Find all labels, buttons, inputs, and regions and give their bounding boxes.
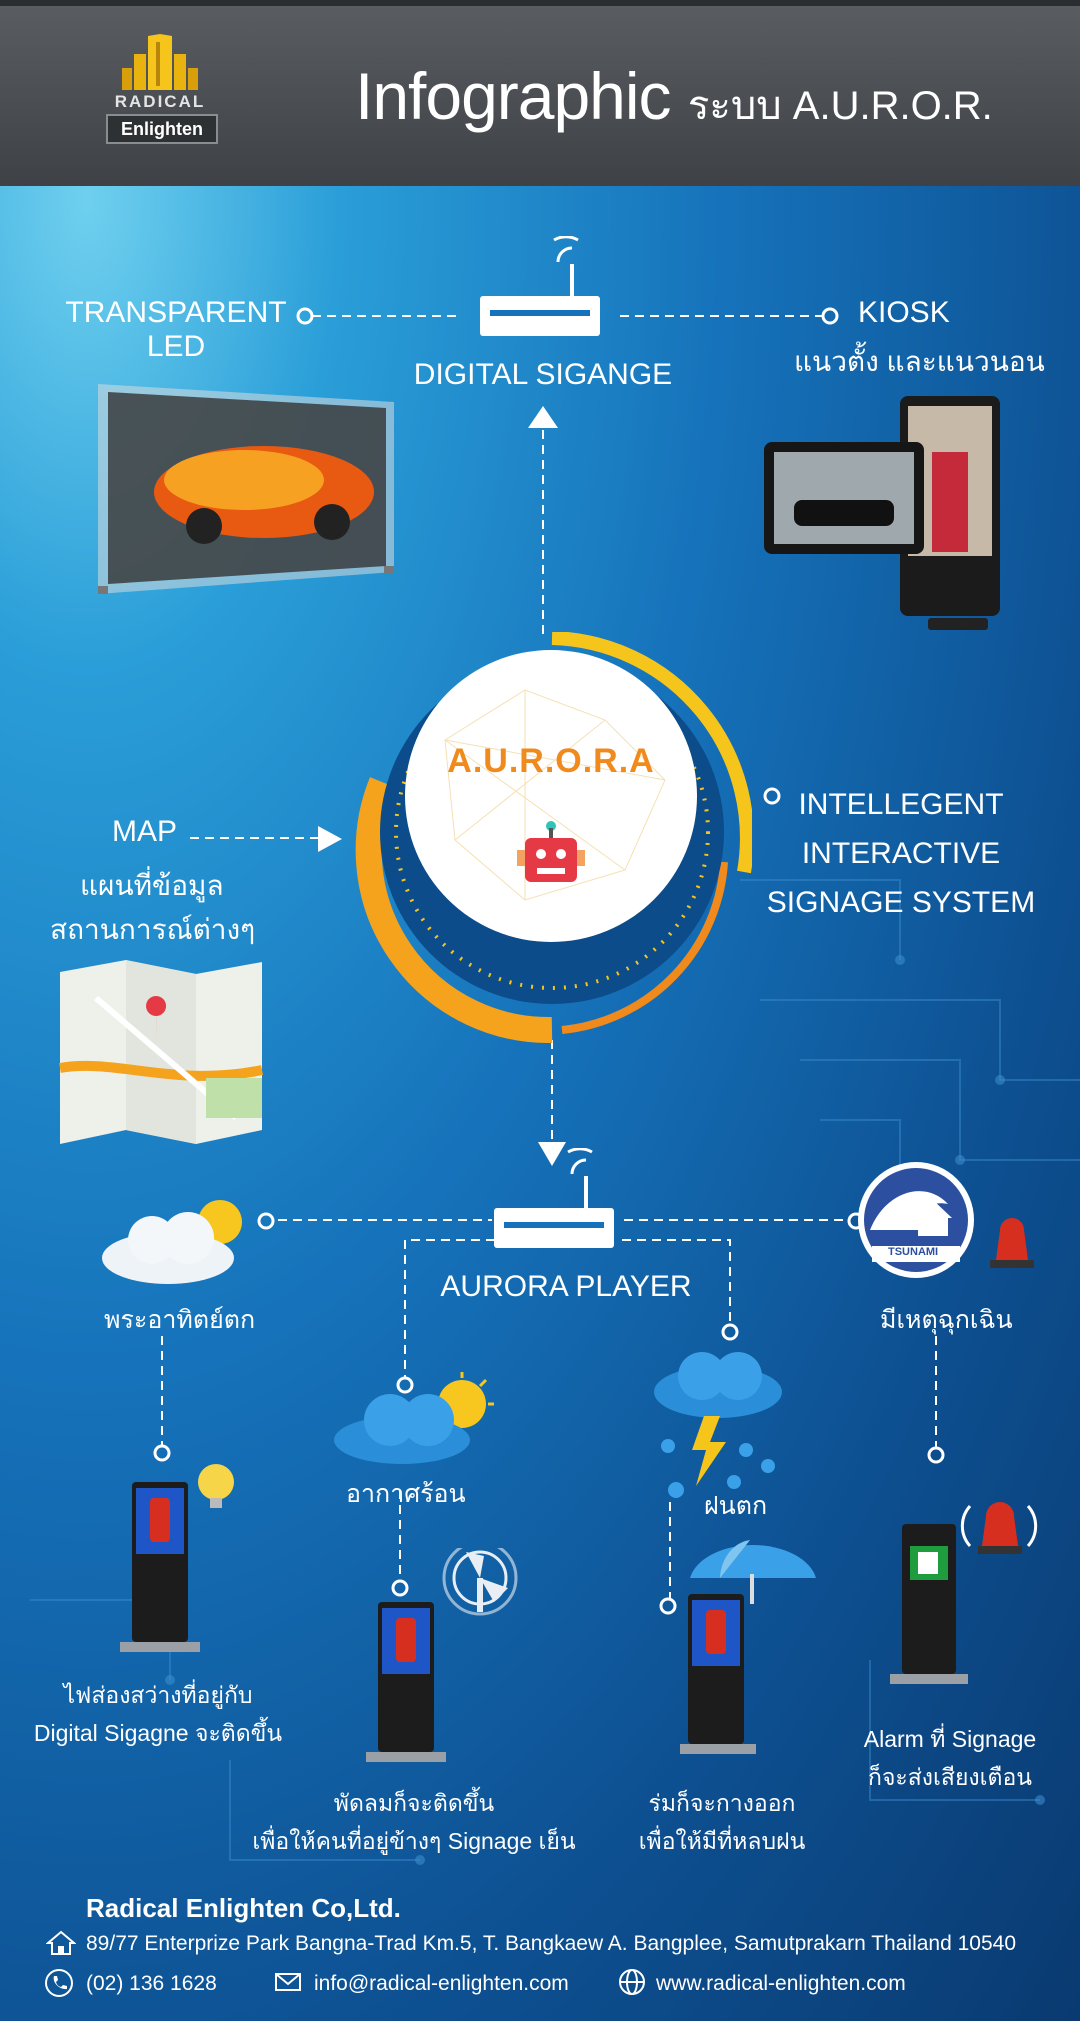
transparent-led-label: TRANSPARENT LED bbox=[58, 296, 294, 364]
company-address: 89/77 Enterprize Park Bangna-Trad Km.5, … bbox=[86, 1932, 1017, 1955]
page-title: Infographic ระบบ A.U.R.O.R. bbox=[355, 58, 993, 137]
transparent-led-line1: TRANSPARENT bbox=[65, 296, 287, 329]
map-sublabel2: สถานการณ์ต่างๆ bbox=[50, 914, 256, 945]
globe-icon bbox=[619, 1969, 645, 1995]
kiosk-sublabel: แนวตั้ง และแนวนอน bbox=[794, 346, 1045, 377]
alarm-caption-line1: Alarm ที่ Signage bbox=[863, 1726, 1037, 1752]
fan-caption-line1: พัดลมก็จะติดขึ้น bbox=[333, 1790, 495, 1816]
email-icon bbox=[275, 1973, 301, 1991]
system-line2: INTERACTIVE bbox=[801, 837, 1001, 870]
signage-fan-image bbox=[366, 1548, 518, 1762]
signage-umbrella-image bbox=[680, 1540, 816, 1754]
system-label: INTELLEGENT INTERACTIVE SIGNAGE SYSTEM bbox=[758, 780, 1044, 927]
sunset-label: พระอาทิตย์ตก bbox=[104, 1306, 256, 1334]
emergency-label: มีเหตุฉุกเฉิน bbox=[880, 1306, 1013, 1334]
home-icon bbox=[46, 1930, 76, 1955]
system-line3: SIGNAGE SYSTEM bbox=[766, 886, 1036, 919]
umbrella-caption: ร่มก็จะกางออก เพื่อให้มีที่หลบฝน bbox=[600, 1784, 844, 1860]
map-sublabel1: แผนที่ข้อมูล bbox=[80, 870, 224, 901]
company-phone[interactable]: (02) 136 1628 bbox=[86, 1972, 217, 1995]
system-line1: INTELLEGENT bbox=[798, 788, 1004, 821]
company-website[interactable]: www.radical-enlighten.com bbox=[656, 1972, 906, 1995]
company-logo: RADICAL Enlighten bbox=[98, 34, 222, 146]
transparent-led-image bbox=[98, 384, 394, 594]
aurora-logo-text: A.U.R.O.R.A bbox=[447, 742, 655, 780]
cloud-sun-icon bbox=[102, 1200, 242, 1284]
transparent-led-line2: LED bbox=[146, 330, 206, 363]
router-icon-aurora-player bbox=[494, 1148, 614, 1248]
light-caption-line2: Digital Sigagne จะติดขึ้น bbox=[33, 1720, 283, 1746]
network-pattern bbox=[444, 689, 666, 901]
aurora-badge: A.U.R.O.R.A bbox=[405, 650, 697, 942]
rain-label: ฝนตก bbox=[704, 1492, 768, 1520]
logo-line1: RADICAL bbox=[114, 92, 206, 111]
alarm-caption-line2: ก็จะส่งเสียงเตือน bbox=[868, 1764, 1032, 1790]
signage-light-image bbox=[120, 1464, 234, 1652]
router-icon-digital-signage bbox=[480, 236, 600, 336]
hot-label: อากาศร้อน bbox=[346, 1480, 466, 1508]
digital-signage-label: DIGITAL SIGANGE bbox=[413, 358, 673, 391]
phone-icon bbox=[45, 1969, 73, 1997]
title-sub: ระบบ A.U.R.O.R. bbox=[687, 84, 993, 128]
signage-alarm-image bbox=[890, 1502, 1038, 1684]
tsunami-text: TSUNAMI bbox=[888, 1246, 939, 1258]
company-email[interactable]: info@radical-enlighten.com bbox=[314, 1972, 569, 1995]
aurora-player-label: AURORA PLAYER bbox=[440, 1270, 692, 1303]
kiosk-image bbox=[764, 396, 1000, 630]
header-bar: RADICAL Enlighten Infographic ระบบ A.U.R… bbox=[0, 0, 1080, 186]
light-caption-line1: ไฟส่องสว่างที่อยู่กับ bbox=[63, 1682, 253, 1708]
cloud-hot-icon bbox=[334, 1372, 494, 1464]
title-main: Infographic bbox=[355, 59, 672, 133]
map-image bbox=[59, 960, 264, 1144]
company-name: Radical Enlighten Co,Ltd. bbox=[86, 1893, 401, 1923]
fan-caption-line2: เพื่อให้คนที่อยู่ข้างๆ Signage เย็น bbox=[252, 1828, 576, 1854]
logo-line2: Enlighten bbox=[106, 114, 218, 144]
tsunami-icon bbox=[858, 1162, 1034, 1278]
building-logo-icon bbox=[122, 34, 198, 90]
map-label: MAP bbox=[112, 815, 178, 848]
alarm-caption: Alarm ที่ Signage ก็จะส่งเสียงเตือน bbox=[840, 1720, 1060, 1796]
umbrella-caption-line1: ร่มก็จะกางออก bbox=[648, 1790, 796, 1816]
kiosk-label: KIOSK bbox=[858, 296, 950, 329]
cloud-rain-icon bbox=[654, 1352, 782, 1498]
robot-icon bbox=[517, 821, 585, 882]
fan-caption: พัดลมก็จะติดขึ้น เพื่อให้คนที่อยู่ข้างๆ … bbox=[244, 1784, 584, 1860]
light-caption: ไฟส่องสว่างที่อยู่กับ Digital Sigagne จะ… bbox=[24, 1676, 292, 1752]
top-strip bbox=[0, 0, 1080, 6]
umbrella-caption-line2: เพื่อให้มีที่หลบฝน bbox=[638, 1828, 806, 1854]
